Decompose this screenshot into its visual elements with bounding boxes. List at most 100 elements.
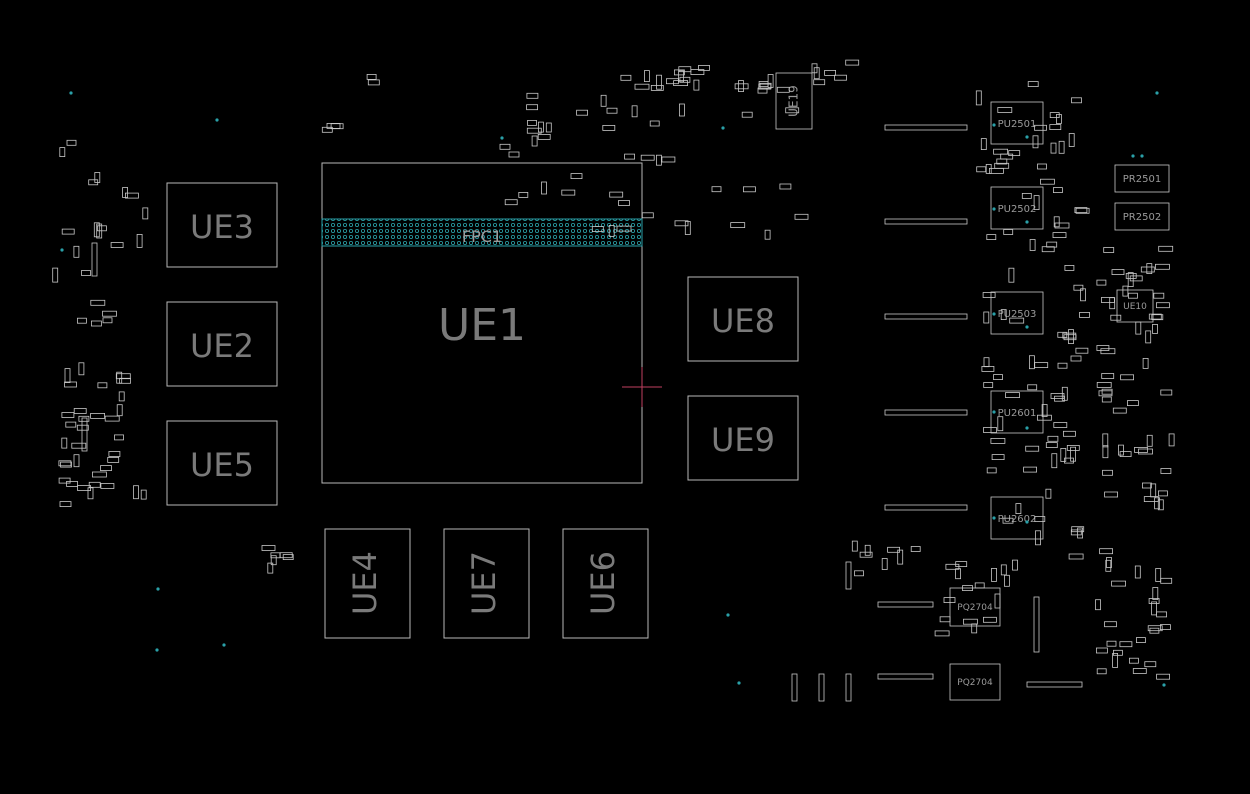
smd-pad: [656, 154, 662, 166]
pu2601-module[interactable]: PU2601: [990, 390, 1044, 434]
smd-pad: [100, 465, 112, 472]
smd-pad: [1154, 497, 1160, 510]
smd-pad: [78, 362, 85, 376]
smd-pad: [955, 568, 961, 580]
ue10-label: UE10: [1123, 302, 1147, 312]
ue4-chip[interactable]: UE4: [324, 528, 411, 639]
smd-pad: [1111, 580, 1126, 587]
pu2501-module[interactable]: PU2501: [990, 101, 1044, 145]
smd-pad: [845, 59, 860, 66]
smd-pad: [531, 135, 538, 147]
pu2601-label: PU2601: [998, 408, 1037, 419]
smd-pad: [1068, 553, 1084, 560]
ue10-chip[interactable]: UE10: [1116, 289, 1154, 323]
via-dot: [1025, 325, 1029, 329]
smd-pad: [811, 63, 818, 74]
smd-pad: [1101, 396, 1112, 403]
smd-pad: [1060, 447, 1067, 462]
smd-pad: [270, 555, 277, 566]
smd-pad: [66, 480, 78, 487]
smd-pad: [1096, 345, 1110, 351]
via-dot: [737, 681, 741, 685]
ue1-chip[interactable]: UE1 FPC1: [321, 162, 643, 484]
smd-pad: [1168, 433, 1175, 447]
smd-pad: [1000, 309, 1007, 321]
smd-pad: [116, 404, 123, 417]
smd-pad: [1127, 400, 1139, 407]
smd-pad: [71, 442, 87, 449]
via-dot: [1025, 426, 1029, 430]
smd-pad: [1147, 625, 1163, 632]
smd-pad: [1041, 246, 1055, 253]
ue8-chip[interactable]: UE8: [687, 276, 799, 362]
smd-pad: [270, 552, 281, 559]
smd-pad: [955, 561, 968, 567]
smd-pad: [1112, 407, 1127, 414]
smd-pad: [1096, 668, 1107, 675]
ue19-chip[interactable]: UE19: [775, 72, 813, 130]
ue6-chip[interactable]: UE6: [562, 528, 649, 639]
test-vias: [60, 91, 1166, 687]
smd-pad: [854, 570, 864, 577]
smd-pad: [743, 186, 756, 193]
smd-pad: [609, 191, 624, 198]
pu2503-module[interactable]: PU2503: [990, 291, 1044, 335]
pr2502-resistor[interactable]: PR2502: [1114, 202, 1170, 231]
cursor-crosshair: [622, 367, 662, 407]
smd-pad: [1156, 611, 1167, 618]
pr2501-resistor[interactable]: PR2501: [1114, 164, 1170, 193]
pq2704-mosfet-lower[interactable]: PQ2704: [949, 663, 1001, 701]
smd-pad: [59, 147, 66, 158]
smd-pad: [690, 69, 705, 75]
smd-pad: [526, 127, 542, 134]
smd-pad: [58, 460, 72, 467]
smd-pad: [673, 80, 688, 86]
smd-pad: [1160, 624, 1171, 630]
ue3-chip[interactable]: UE3: [166, 182, 278, 268]
smd-pad: [92, 471, 107, 478]
smd-pad: [1146, 434, 1153, 447]
smd-pad: [1027, 384, 1038, 391]
smd-pad: [1102, 445, 1109, 459]
smd-pad: [118, 391, 125, 402]
ue1-label: UE1: [438, 300, 526, 351]
smd-pad: [983, 427, 997, 433]
smd-pad: [1034, 516, 1046, 522]
smd-pad: [1080, 288, 1086, 302]
smd-pad: [1151, 601, 1157, 616]
smd-pad: [1157, 499, 1164, 511]
smd-pad: [1106, 640, 1117, 647]
smd-pad: [1075, 347, 1089, 354]
ue2-chip[interactable]: UE2: [166, 301, 278, 387]
smd-pad: [1119, 451, 1132, 458]
smd-pad: [504, 199, 518, 206]
via-dot: [721, 126, 725, 130]
smd-pad: [608, 224, 615, 237]
smd-pad: [1132, 668, 1147, 674]
smd-pad: [330, 123, 344, 130]
via-dot: [1131, 154, 1135, 158]
pu2602-module[interactable]: PU2602: [990, 496, 1044, 540]
smd-pad: [1112, 653, 1118, 668]
smd-pad: [321, 126, 333, 133]
smd-pad: [776, 86, 790, 93]
via-dot: [1155, 91, 1159, 95]
ue5-chip[interactable]: UE5: [166, 420, 278, 506]
ue9-chip[interactable]: UE9: [687, 395, 799, 481]
pq2704-mosfet-upper[interactable]: PQ2704: [949, 587, 1001, 627]
smd-pad: [282, 554, 294, 560]
ue7-chip[interactable]: UE7: [443, 528, 530, 639]
smd-pad: [1063, 430, 1076, 437]
smd-pad: [1103, 247, 1115, 253]
smd-pad: [679, 103, 685, 117]
smd-pad: [261, 545, 276, 551]
smd-pad: [661, 156, 676, 163]
smd-pad: [1064, 264, 1075, 271]
smd-pad: [991, 454, 1005, 461]
smd-pad: [785, 107, 800, 114]
ue8-label: UE8: [711, 302, 775, 340]
pu2502-module[interactable]: PU2502: [990, 186, 1044, 230]
smd-pad: [897, 549, 904, 565]
smd-pad: [1052, 232, 1067, 239]
